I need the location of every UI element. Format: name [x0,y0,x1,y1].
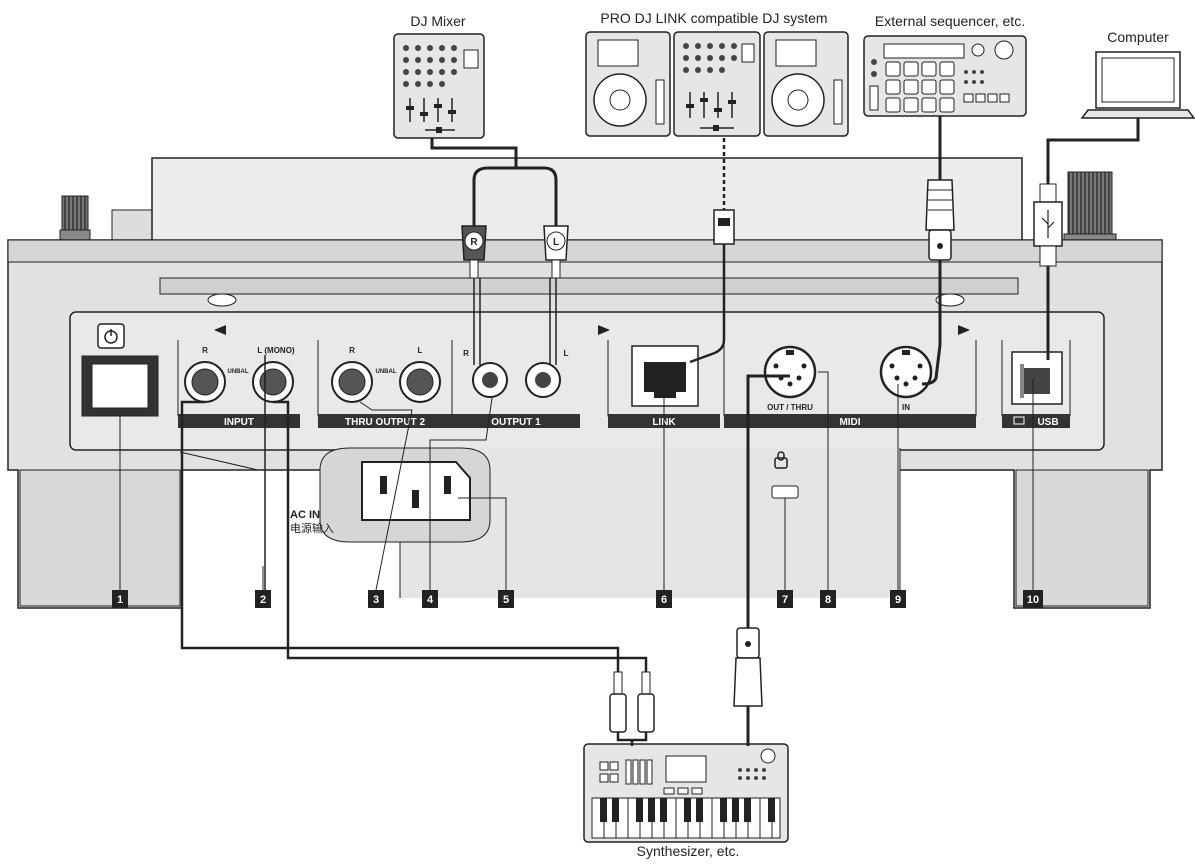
thru-unbal-label: UNBAL [376,369,397,375]
ac-in-label: AC IN [290,509,320,521]
callout-3: 3 [368,590,384,608]
input-r-label: R [202,346,208,355]
thru-r-label: R [349,346,355,355]
usb-label: USB [1037,417,1058,428]
svg-text:7: 7 [782,594,788,606]
midi-sequencer-cable [921,116,955,386]
security-slot[interactable] [771,451,799,499]
input-label: INPUT [224,417,254,428]
midi-in-label: IN [902,403,910,412]
callout-10: 10 [1023,590,1043,608]
pro-dj-mixer [673,31,761,137]
svg-text:4: 4 [427,594,434,606]
right-knob [1063,171,1117,247]
callout-1: 1 [112,590,128,608]
rca-plug-r: R [461,225,487,279]
callout-6: 6 [656,590,672,608]
thru-output2-section: THRU OUTPUT 2 R L UNBAL [317,340,452,428]
plug-l-label: L [553,237,559,248]
callout-5: 5 [498,590,514,608]
callout-4: 4 [422,590,438,608]
synthesizer-label: Synthesizer, etc. [637,843,740,859]
rca-leads [473,278,557,365]
pro-dj-link-label: PRO DJ LINK compatible DJ system [600,10,827,26]
arrow-right-icon-2 [958,325,970,335]
midi-out-thru-port[interactable] [763,345,817,399]
callout-8: 8 [820,590,836,608]
rca-plug-l: L [543,225,569,279]
svg-text:3: 3 [373,594,379,606]
svg-text:5: 5 [503,594,509,606]
svg-text:8: 8 [825,594,831,606]
ac-inlet: AC IN 电源输入 [290,447,491,543]
midi-section: MIDI OUT / THRU IN [723,325,977,428]
callout-9: 9 [890,590,906,608]
midi-in-port[interactable] [879,345,933,399]
input-section: INPUT R L (MONO) UNBAL [177,325,300,428]
rca-cable [430,138,558,226]
usb-section: USB [1001,340,1071,428]
svg-text:1: 1 [117,594,123,606]
lock-icon [774,457,788,469]
cdj-player-left [585,31,671,137]
usb-cable [1033,118,1140,360]
arrow-right-icon [598,325,610,335]
synth-midi-cable [733,374,790,746]
output1-label: OUTPUT 1 [491,417,541,428]
svg-text:2: 2 [260,594,266,606]
power-switch[interactable] [81,323,159,417]
midi-label: MIDI [839,417,860,428]
synthesizer-device [583,743,789,843]
thru-l-label: L [418,346,423,355]
synth-audio-cable [180,355,655,746]
svg-text:6: 6 [661,594,667,606]
lan-cable [689,138,735,364]
output1-l-label: L [564,349,569,358]
computer-label: Computer [1107,29,1169,45]
svg-text:9: 9 [895,594,901,606]
arrow-left-icon [214,325,226,335]
cdj-player-right [763,31,849,137]
ac-in-cn-label: 电源输入 [290,521,334,535]
output1-section: OUTPUT 1 R L [451,325,610,428]
usb-icon [1041,210,1055,238]
computer-device [1080,51,1195,119]
input-l-mono-label: L (MONO) [257,346,295,355]
dj-mixer-device [393,33,485,139]
sequencer-device [863,35,1027,117]
thru-output2-label: THRU OUTPUT 2 [345,417,425,428]
pro-dj-link-device [585,31,849,137]
midi-out-thru-label: OUT / THRU [767,403,813,412]
plug-r-label: R [470,237,478,248]
callout-7: 7 [777,590,793,608]
callout-leaders [119,371,1034,591]
sequencer-label: External sequencer, etc. [875,13,1025,29]
input-unbal-label: UNBAL [228,369,249,375]
callout-2: 2 [255,590,271,608]
dj-mixer-label: DJ Mixer [410,13,466,29]
svg-text:10: 10 [1027,594,1039,606]
output1-r-label: R [463,349,469,358]
left-knob [59,195,153,243]
